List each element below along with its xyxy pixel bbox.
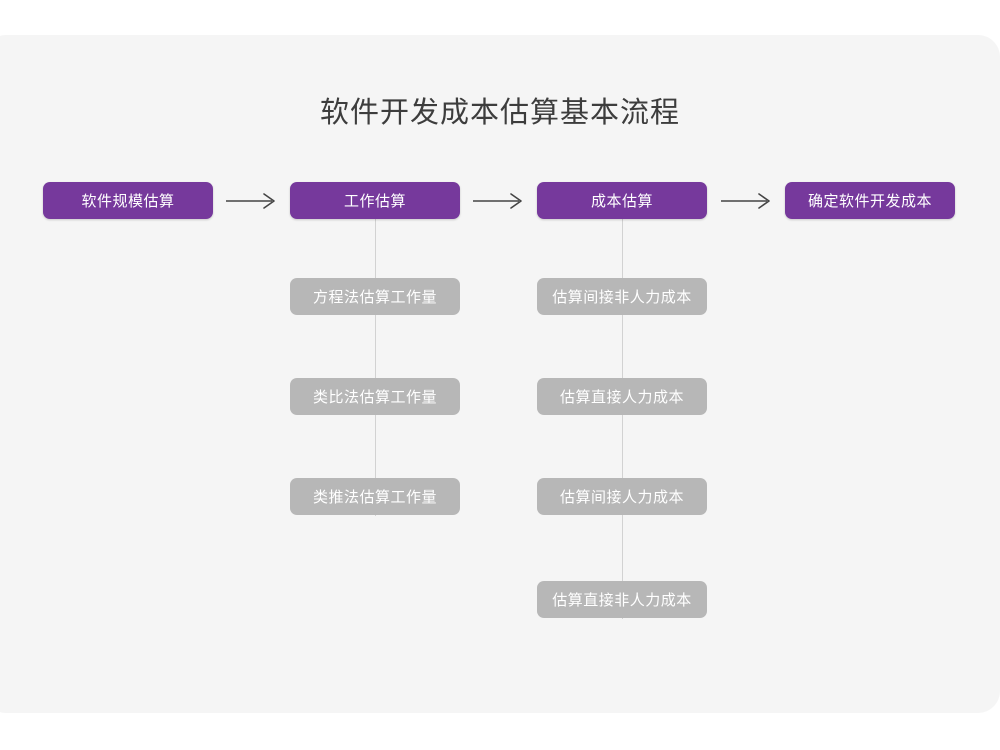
branch-node-direct-labor-cost[interactable]: 估算直接人力成本 (537, 378, 707, 415)
arrow-right-icon (473, 192, 525, 210)
branch-node-indirect-nonlabor-cost[interactable]: 估算间接非人力成本 (537, 278, 707, 315)
branch-node-equation-method-effort[interactable]: 方程法估算工作量 (290, 278, 460, 315)
page-title: 软件开发成本估算基本流程 (319, 95, 680, 129)
connector-line-cost-branch (622, 219, 623, 619)
arrow-right-icon (226, 192, 278, 210)
connector-line-effort-branch (375, 219, 376, 516)
branch-node-deduction-method-effort[interactable]: 类推法估算工作量 (290, 478, 460, 515)
diagram-card-background (0, 35, 1000, 713)
flow-node-determine-development-cost[interactable]: 确定软件开发成本 (785, 182, 955, 219)
flow-node-effort-estimation[interactable]: 工作估算 (290, 182, 460, 219)
flow-node-cost-estimation[interactable]: 成本估算 (537, 182, 707, 219)
branch-node-analogy-method-effort[interactable]: 类比法估算工作量 (290, 378, 460, 415)
branch-node-direct-nonlabor-cost[interactable]: 估算直接非人力成本 (537, 581, 707, 618)
branch-node-indirect-labor-cost[interactable]: 估算间接人力成本 (537, 478, 707, 515)
flow-node-software-scale-estimation[interactable]: 软件规模估算 (43, 182, 213, 219)
arrow-right-icon (721, 192, 773, 210)
